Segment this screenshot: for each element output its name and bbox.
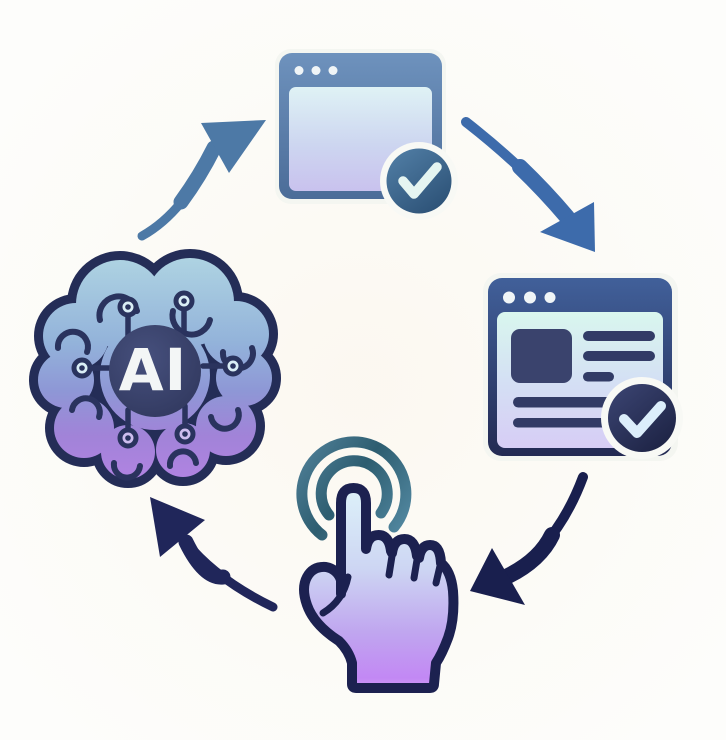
text-line xyxy=(583,372,614,382)
arrowhead xyxy=(540,202,595,252)
checkmark-icon xyxy=(619,401,666,438)
arrow-webpage-to-click xyxy=(470,472,588,605)
text-line xyxy=(583,351,655,361)
window-dot xyxy=(524,291,536,304)
arrow-brain-to-browser xyxy=(137,120,266,241)
circuit-node xyxy=(71,357,93,379)
arrowhead xyxy=(470,548,525,605)
tap-cursor-icon xyxy=(296,436,459,693)
circuit-node xyxy=(173,290,195,312)
window-dot xyxy=(544,292,556,303)
text-line xyxy=(583,331,655,341)
window-dot xyxy=(294,66,304,75)
arrow-browser-to-webpage xyxy=(461,117,595,252)
ai-core-circle xyxy=(109,325,201,417)
arrow-click-to-brain xyxy=(150,497,278,612)
ai-label: AI xyxy=(119,336,187,404)
pointer-hand xyxy=(299,483,459,693)
arrowhead xyxy=(201,120,266,173)
circuit-node xyxy=(174,423,196,445)
circuit-node xyxy=(117,427,139,449)
window-dot xyxy=(311,66,321,75)
arrowhead xyxy=(150,497,205,557)
text-line xyxy=(513,418,610,428)
text-lines xyxy=(513,331,655,428)
webpage-icon xyxy=(483,273,683,461)
hand-fold-lines xyxy=(319,552,444,617)
tap-ring-outer xyxy=(296,436,412,541)
badge-circle xyxy=(608,384,676,452)
tap-ring-inner xyxy=(315,455,393,521)
checkmark-badge xyxy=(380,142,458,220)
window-control-dots xyxy=(294,66,338,75)
ai-brain-icon: AI xyxy=(38,258,272,479)
circuit-traces xyxy=(71,290,244,449)
browser-window-icon xyxy=(275,49,458,220)
checkmark-icon xyxy=(398,162,442,199)
circuit-node xyxy=(222,355,244,377)
window-dot xyxy=(503,291,515,304)
text-line xyxy=(513,397,614,408)
circuit-node xyxy=(117,296,139,318)
window-dot xyxy=(328,66,338,75)
checkmark-badge xyxy=(601,377,683,459)
window-control-dots xyxy=(503,291,556,304)
image-placeholder xyxy=(511,329,572,383)
